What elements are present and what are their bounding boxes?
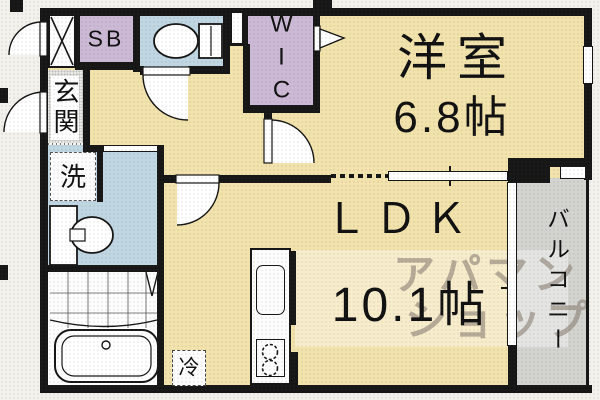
western-room-name: 洋室 — [397, 30, 517, 86]
door-swing-entrance — [3, 91, 48, 134]
wic-opening-pennant-icon — [313, 25, 346, 52]
ldk-size: 10.1帖 — [331, 279, 489, 332]
wall-wic-right — [313, 14, 320, 105]
watermark-highlight-box — [295, 250, 568, 347]
watermark-line1: アパマン — [393, 251, 581, 298]
refrigerator-label: 冷 — [178, 356, 200, 380]
bathroom-drain-mark — [49, 271, 159, 328]
wall-left — [40, 8, 48, 393]
door-swing-ldk — [175, 174, 220, 226]
washbasin-icon — [49, 205, 114, 266]
laundry-space-box — [50, 152, 96, 201]
wall-sb-right — [133, 14, 140, 72]
western-room-size: 6.8帖 — [393, 93, 511, 142]
wic-room — [248, 14, 313, 107]
window-top-wall-slot — [231, 12, 243, 44]
wall-wic-door-stub — [264, 113, 272, 120]
bathroom-tiles — [50, 272, 157, 328]
wall-stub-above-top — [313, 0, 332, 9]
wall-top — [40, 8, 592, 16]
wall-wic-notch-right — [242, 8, 248, 44]
wall-bathroom-right — [157, 267, 164, 385]
laundry-label: 洗 — [59, 162, 87, 192]
sliding-door-washroom — [103, 145, 158, 152]
wall-balcony-right-thin — [586, 178, 589, 386]
refrigerator-box — [172, 350, 206, 386]
wall-washroom-right — [157, 145, 164, 267]
wall-right-mid-chunk — [508, 158, 550, 183]
wall-stub-left-b — [0, 265, 8, 280]
watermark-line2: ショップ — [405, 297, 594, 344]
wall-stub-left-a — [0, 88, 8, 103]
wall-under-sb — [79, 62, 133, 70]
ldk-name: ＬＤＫ — [324, 195, 476, 242]
wall-washroom-bottom — [48, 265, 164, 272]
balcony-area — [517, 178, 587, 385]
wic-label: WIC — [268, 10, 295, 110]
wall-wic-left — [243, 44, 250, 112]
wall-hall-ldk-right — [219, 175, 331, 183]
wall-stub-corner — [10, 0, 23, 12]
bathtub-icon — [54, 329, 159, 383]
door-swing-wic — [263, 118, 315, 164]
wall-right-upper — [584, 8, 592, 180]
stove-burners-icon — [261, 343, 279, 377]
wall-wic-bottom — [243, 105, 320, 113]
closet-x-icon — [50, 16, 74, 66]
toilet-icon — [153, 23, 223, 59]
wall-bottom — [40, 385, 592, 393]
entrance-label: 玄関 — [50, 76, 80, 140]
balcony-label: バルコニー — [543, 207, 570, 357]
door-swing-toilet — [142, 66, 191, 121]
wall-under-toilet-right — [188, 66, 230, 74]
sliding-door-balcony — [507, 182, 517, 346]
window-corner-balcony — [560, 166, 586, 179]
shoe-box-room — [80, 16, 133, 64]
wall-laundry-stub — [97, 146, 103, 202]
wall-kitchen-stub — [291, 352, 298, 385]
wall-balcony-left-lower — [508, 345, 517, 385]
wall-entrance-right — [83, 70, 90, 152]
wall-closet-sb — [75, 14, 80, 70]
kitchen-sink — [256, 265, 285, 315]
sliding-door-yoshitsu-ldk — [388, 171, 508, 181]
wall-yoshitsu-south-right — [548, 158, 592, 167]
wall-wic-notch-left — [226, 8, 231, 44]
window-east-wall — [583, 46, 593, 84]
wall-kitchen-partition — [288, 251, 296, 325]
open-boundary-dashed — [331, 174, 388, 178]
wall-under-toilet-left — [140, 66, 144, 75]
door-swing-exterior-a — [8, 21, 48, 57]
wall-hall-ldk-left — [164, 175, 177, 183]
wall-washroom-top — [83, 145, 103, 152]
shoe-box-label: SB — [87, 25, 125, 52]
